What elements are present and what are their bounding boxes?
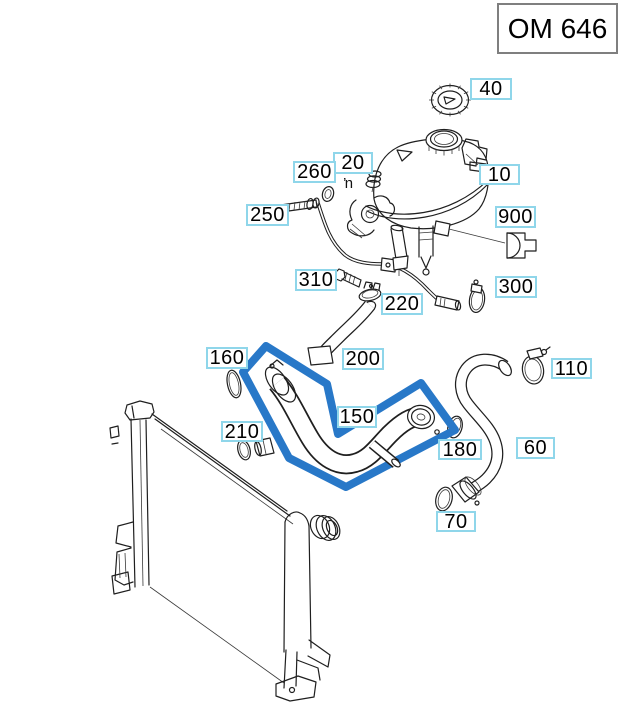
hose-200 (307, 300, 377, 366)
part-label-110[interactable]: 110 (551, 358, 592, 379)
pipe-junction (380, 257, 397, 273)
bolt-310 (334, 268, 362, 288)
hose-60 (451, 353, 512, 506)
highlight-outline-150 (239, 342, 459, 491)
connector-symbol-900 (506, 232, 537, 259)
radiator-inlet-port (309, 514, 341, 541)
part-label-180[interactable]: 180 (438, 439, 482, 460)
o-ring-70 (435, 486, 453, 512)
hose-150-stub (368, 440, 401, 468)
hose-150 (264, 359, 445, 475)
part-label-60[interactable]: 60 (516, 437, 555, 459)
part-label-260[interactable]: 260 (293, 161, 336, 183)
engine-code-box: OM 646 (497, 3, 618, 54)
clamp-110 (521, 346, 551, 385)
clamp-220 (358, 281, 382, 302)
vent-pipe (316, 202, 462, 311)
part-label-900[interactable]: 900 (495, 206, 536, 228)
part-label-210[interactable]: 210 (221, 421, 263, 442)
leader-10 (465, 153, 479, 166)
leader-900 (448, 228, 506, 244)
clamp-300 (468, 279, 486, 314)
o-ring-160 (226, 369, 242, 399)
part-label-220[interactable]: 220 (381, 293, 423, 315)
footnote-symbol: ŉ (344, 175, 354, 192)
part-label-20[interactable]: 20 (333, 152, 373, 174)
part-label-10[interactable]: 10 (479, 164, 520, 185)
radiator-top-cap (124, 400, 155, 421)
part-label-40[interactable]: 40 (470, 78, 512, 100)
hose-200-connector (307, 345, 334, 366)
radiator (109, 400, 341, 702)
vent-fitting-20 (365, 170, 382, 193)
tank-bottom-fittings (390, 220, 451, 276)
grommet-260 (321, 186, 335, 202)
part-label-150[interactable]: 150 (337, 406, 377, 428)
connector-210 (254, 437, 275, 457)
hose-60-end-fitting (451, 476, 480, 503)
tank-filler-neck (425, 128, 463, 156)
part-label-70[interactable]: 70 (436, 511, 476, 532)
warning-triangle (396, 149, 413, 162)
part-label-300[interactable]: 300 (495, 276, 537, 298)
part-label-200[interactable]: 200 (342, 348, 384, 370)
part-label-160[interactable]: 160 (206, 347, 248, 369)
part-label-310[interactable]: 310 (295, 269, 337, 291)
part-label-250[interactable]: 250 (246, 204, 289, 226)
tank-cap-40 (429, 83, 471, 117)
expansion-tank (321, 128, 506, 276)
